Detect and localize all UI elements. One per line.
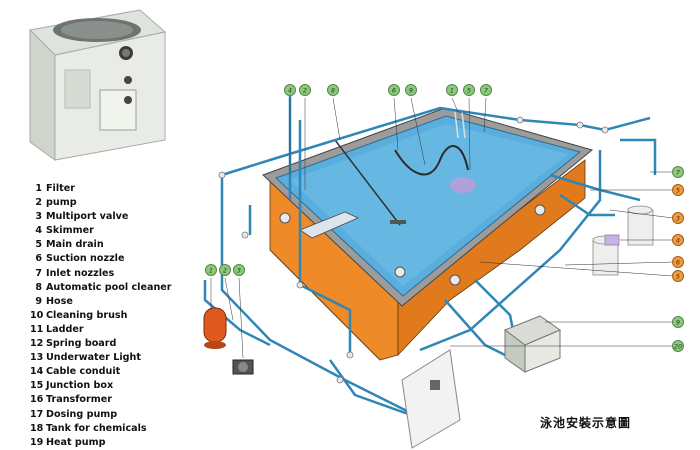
svg-text:5: 5 (467, 87, 471, 95)
pool-structure (262, 107, 594, 361)
svg-text:7: 7 (676, 169, 681, 177)
svg-text:5: 5 (676, 187, 680, 195)
callout-markers-right: 7 5 3 4 6 5 9 20 (450, 166, 684, 352)
callout-top-2: 2 (299, 84, 311, 190)
svg-text:2: 2 (303, 87, 307, 95)
heat-pump-small (503, 315, 562, 373)
svg-text:20: 20 (674, 343, 682, 351)
svg-text:3: 3 (676, 215, 680, 223)
callout-right-8: 20 (450, 340, 684, 352)
callout-right-5: 6 (564, 256, 684, 268)
callout-right-2: 5 (590, 184, 684, 196)
callout-top-3: 8 (327, 84, 341, 141)
callout-right-6: 5 (479, 261, 684, 282)
diagram-caption: 泳池安裝示意圖 (540, 416, 632, 430)
svg-text:7: 7 (484, 87, 489, 95)
svg-text:9: 9 (409, 87, 413, 95)
svg-text:6: 6 (676, 259, 680, 267)
callout-right-4: 4 (620, 234, 684, 246)
callout-right-7: 9 (545, 316, 684, 328)
callout-top-8: 7 (480, 84, 492, 133)
svg-text:8: 8 (331, 87, 335, 95)
callout-right-1: 7 (650, 166, 684, 178)
junction-box-wall (401, 349, 461, 449)
svg-text:1: 1 (209, 267, 213, 275)
svg-text:4: 4 (676, 237, 680, 245)
svg-text:6: 6 (392, 87, 396, 95)
callout-left-1: 1 (205, 264, 217, 310)
callout-left-2: 2 (219, 264, 234, 321)
chemical-tanks (592, 205, 654, 276)
svg-text:5: 5 (676, 273, 680, 281)
filter-pump-assembly (203, 307, 254, 375)
svg-text:4: 4 (288, 87, 292, 95)
callout-top-6: 1 (446, 84, 459, 113)
callout-top-7: 5 (463, 84, 475, 171)
callout-markers-top: 4 2 8 6 9 1 5 7 (284, 84, 492, 190)
callout-right-3: 3 (609, 209, 684, 224)
svg-text:1: 1 (450, 87, 454, 95)
callout-left-3: 3 (233, 264, 245, 359)
callout-top-1: 4 (284, 84, 296, 175)
svg-text:2: 2 (223, 267, 227, 275)
callout-top-4: 6 (388, 84, 400, 151)
callout-top-5: 9 (405, 84, 426, 166)
svg-text:3: 3 (237, 267, 241, 275)
callout-markers-left: 1 2 3 (205, 264, 245, 359)
heat-pump-unit-illustration (28, 9, 167, 161)
svg-text:9: 9 (676, 319, 680, 327)
